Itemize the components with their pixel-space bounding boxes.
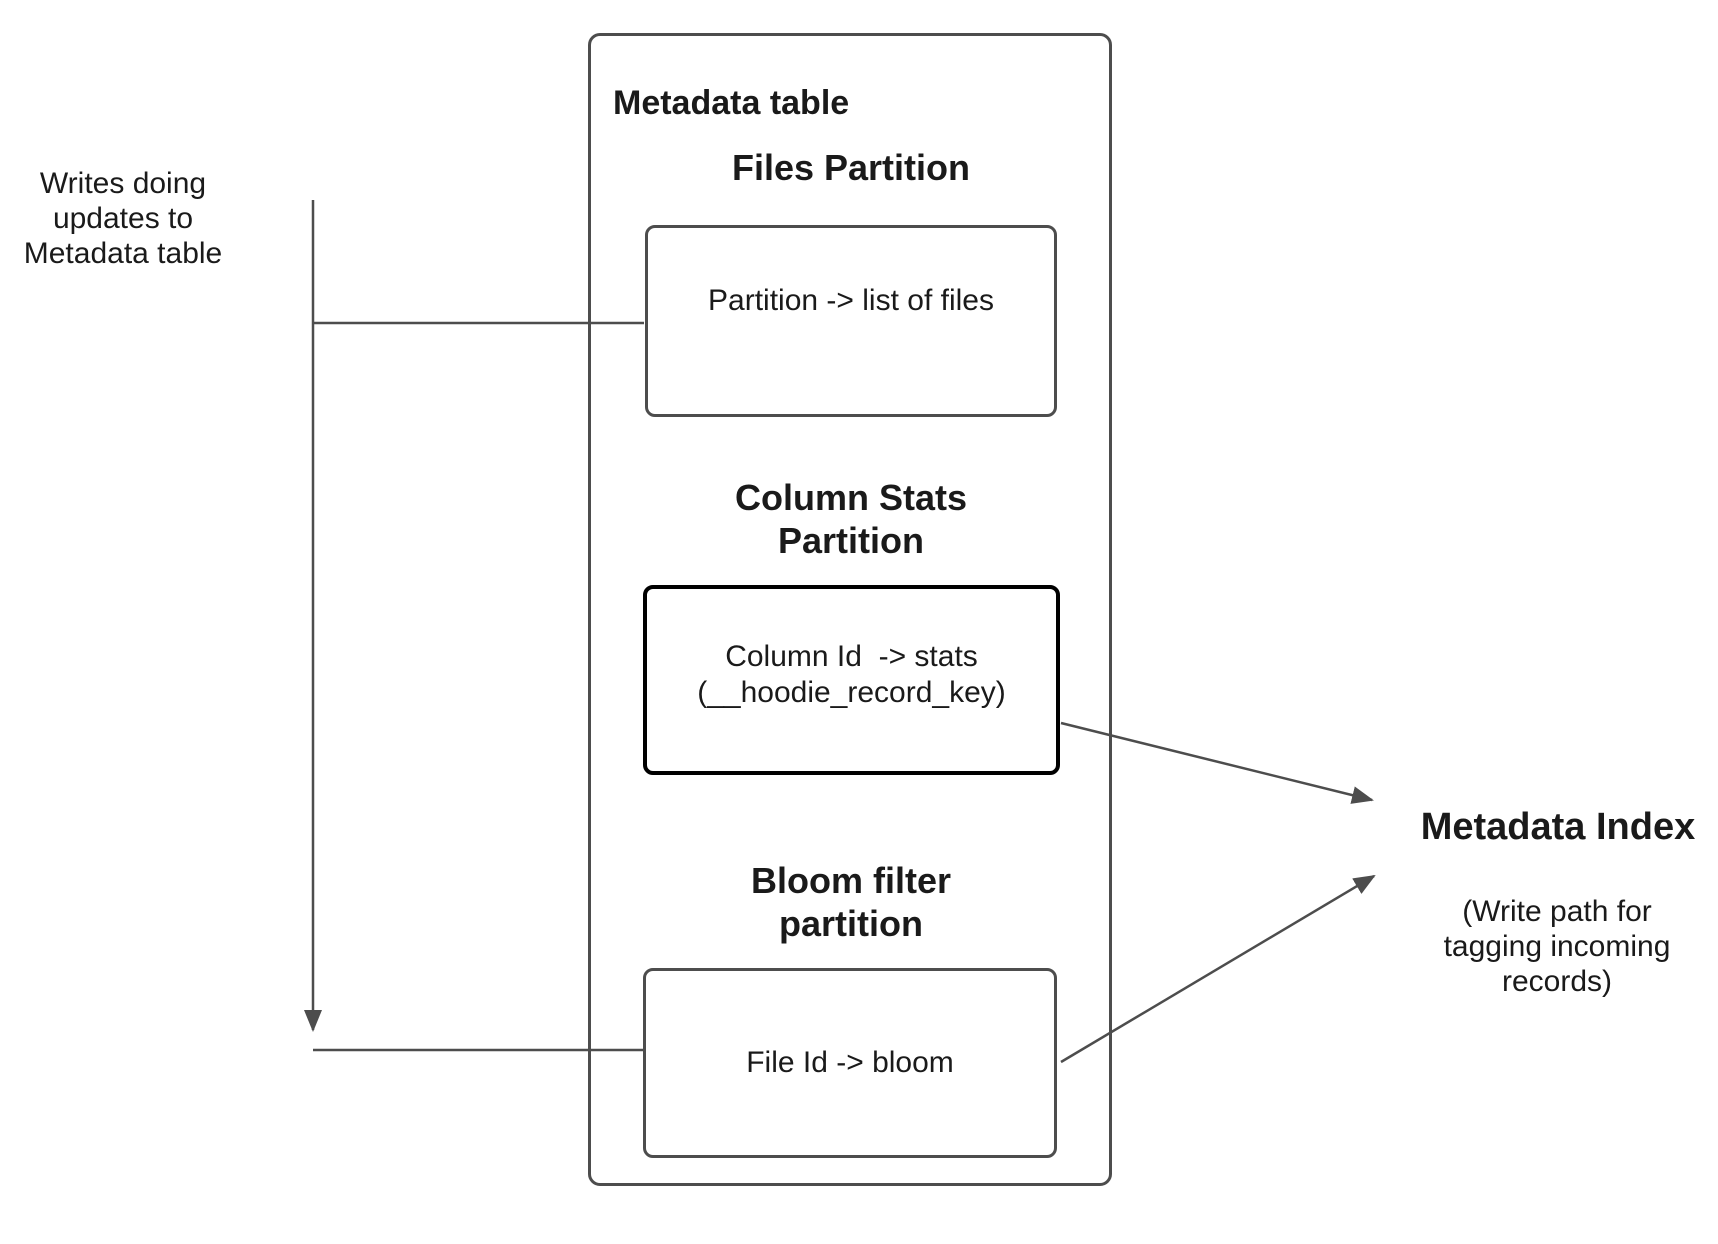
- column-stats-body: Column Id -> stats (__hoodie_record_key): [697, 640, 1006, 709]
- metadata-table-box: [588, 33, 1112, 1186]
- bloom-filter-box: File Id -> bloom: [643, 968, 1057, 1158]
- writes-note: Writes doing updates to Metadata table: [23, 167, 223, 270]
- bloom-filter-body: File Id -> bloom: [746, 1046, 954, 1079]
- files-partition-body: Partition -> list of files: [708, 284, 994, 317]
- column-stats-box: Column Id -> stats (__hoodie_record_key): [643, 585, 1060, 775]
- files-partition-box: Partition -> list of files: [645, 225, 1057, 417]
- column-stats-heading: Column Stats Partition: [734, 477, 967, 561]
- bloom-filter-heading: Bloom filter partition: [750, 860, 951, 944]
- files-partition-heading: Files Partition: [731, 147, 971, 188]
- metadata-index-title: Metadata Index: [1420, 806, 1696, 848]
- metadata-table-title: Metadata table: [613, 84, 850, 122]
- metadata-index-subtitle: (Write path for tagging incoming records…: [1443, 895, 1671, 998]
